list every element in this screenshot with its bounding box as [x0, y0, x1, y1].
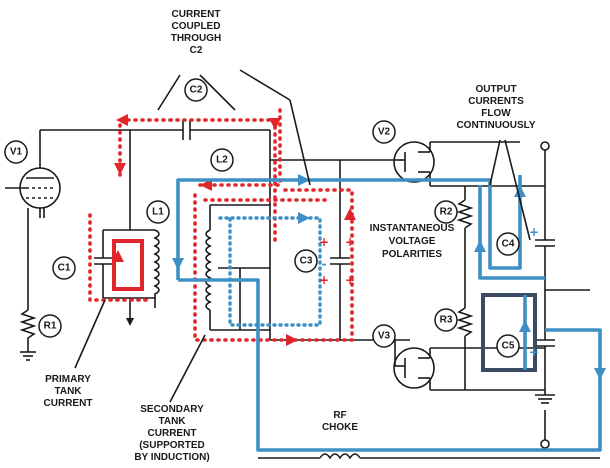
svg-text:COUPLED: COUPLED — [172, 21, 221, 32]
l1-label: L1 — [146, 200, 170, 224]
annotation-primary-tank: PRIMARY TANK CURRENT — [44, 374, 93, 409]
svg-text:VOLTAGE: VOLTAGE — [389, 236, 436, 247]
svg-text:L1: L1 — [152, 207, 164, 218]
svg-text:C2: C2 — [190, 45, 203, 56]
svg-text:OUTPUT: OUTPUT — [475, 84, 516, 95]
c1-label: C1 — [52, 256, 76, 280]
l1-coil — [153, 229, 160, 308]
svg-text:CURRENT: CURRENT — [44, 398, 93, 409]
annotation-output-currents: OUTPUT CURRENTS FLOW CONTINUOUSLY — [456, 84, 535, 131]
svg-text:+: + — [529, 225, 539, 239]
leader-lines — [74, 69, 531, 403]
svg-text:CONTINUOUSLY: CONTINUOUSLY — [456, 120, 535, 131]
l2-label: L2 — [210, 148, 234, 172]
svg-text:C1: C1 — [58, 263, 71, 274]
svg-text:BY INDUCTION): BY INDUCTION) — [134, 452, 209, 463]
r3-label: R3 — [434, 308, 458, 332]
svg-text:V2: V2 — [378, 127, 391, 138]
annotation-polarities: INSTANTANEOUS VOLTAGE POLARITIES — [370, 223, 455, 260]
svg-text:+: + — [529, 345, 539, 359]
svg-text:V3: V3 — [378, 331, 391, 342]
svg-text:SECONDARY: SECONDARY — [140, 404, 204, 415]
polarity-signs: + + + + - + + — [319, 225, 539, 359]
rf-choke-coil — [319, 453, 361, 460]
svg-text:PRIMARY: PRIMARY — [45, 374, 91, 385]
svg-text:+: + — [345, 235, 355, 249]
svg-text:FLOW: FLOW — [481, 108, 511, 119]
l2-coil — [205, 229, 212, 311]
svg-text:C3: C3 — [300, 256, 313, 267]
v3-label: V3 — [372, 324, 396, 348]
svg-text:L2: L2 — [216, 155, 228, 166]
svg-text:(SUPPORTED: (SUPPORTED — [139, 440, 205, 451]
svg-text:C2: C2 — [190, 85, 203, 96]
component-labels: V1 C2 L2 L1 C1 R1 C3 V2 V3 R2 R3 C4 C5 — [4, 78, 520, 358]
svg-text:CHOKE: CHOKE — [322, 422, 358, 433]
svg-text:C5: C5 — [502, 341, 515, 352]
svg-text:CURRENTS: CURRENTS — [468, 96, 524, 107]
v3-tube — [393, 347, 435, 389]
annotation-c2-coupling: CURRENT COUPLED THROUGH C2 — [171, 9, 222, 56]
v1-label: V1 — [4, 140, 28, 164]
r1-resistor — [19, 309, 37, 340]
annotation-rf-choke: RF CHOKE — [322, 410, 358, 433]
svg-text:+: + — [319, 273, 329, 287]
primary-tank-loop — [112, 239, 144, 291]
svg-text:CURRENT: CURRENT — [172, 9, 221, 20]
svg-text:TANK: TANK — [158, 416, 186, 427]
svg-text:+: + — [345, 273, 355, 287]
svg-text:POLARITIES: POLARITIES — [382, 249, 442, 260]
r2-resistor — [456, 199, 474, 229]
r1-label: R1 — [38, 314, 62, 338]
svg-text:THROUGH: THROUGH — [171, 33, 222, 44]
blue-current-paths — [172, 174, 606, 452]
svg-text:C4: C4 — [502, 239, 515, 250]
svg-text:R3: R3 — [440, 315, 453, 326]
c2-label: C2 — [184, 78, 208, 102]
svg-text:CURRENT: CURRENT — [148, 428, 197, 439]
svg-text:TANK: TANK — [54, 386, 82, 397]
svg-text:R2: R2 — [440, 207, 453, 218]
annotation-secondary-tank: SECONDARY TANK CURRENT (SUPPORTED BY IND… — [134, 404, 209, 463]
svg-text:-: - — [322, 257, 327, 271]
r2-label: R2 — [434, 200, 458, 224]
c3-label: C3 — [294, 249, 318, 273]
c5-loop — [481, 293, 537, 372]
v2-tube — [393, 141, 435, 183]
svg-text:V1: V1 — [10, 147, 23, 158]
red-current-paths — [88, 108, 356, 346]
r3-resistor — [456, 307, 474, 337]
c4-label: C4 — [496, 232, 520, 256]
v2-label: V2 — [372, 120, 396, 144]
svg-text:+: + — [319, 235, 329, 249]
c5-label: C5 — [496, 334, 520, 358]
wiring — [5, 120, 600, 460]
svg-text:RF: RF — [333, 410, 346, 421]
svg-text:R1: R1 — [44, 321, 57, 332]
svg-text:INSTANTANEOUS: INSTANTANEOUS — [370, 223, 455, 234]
